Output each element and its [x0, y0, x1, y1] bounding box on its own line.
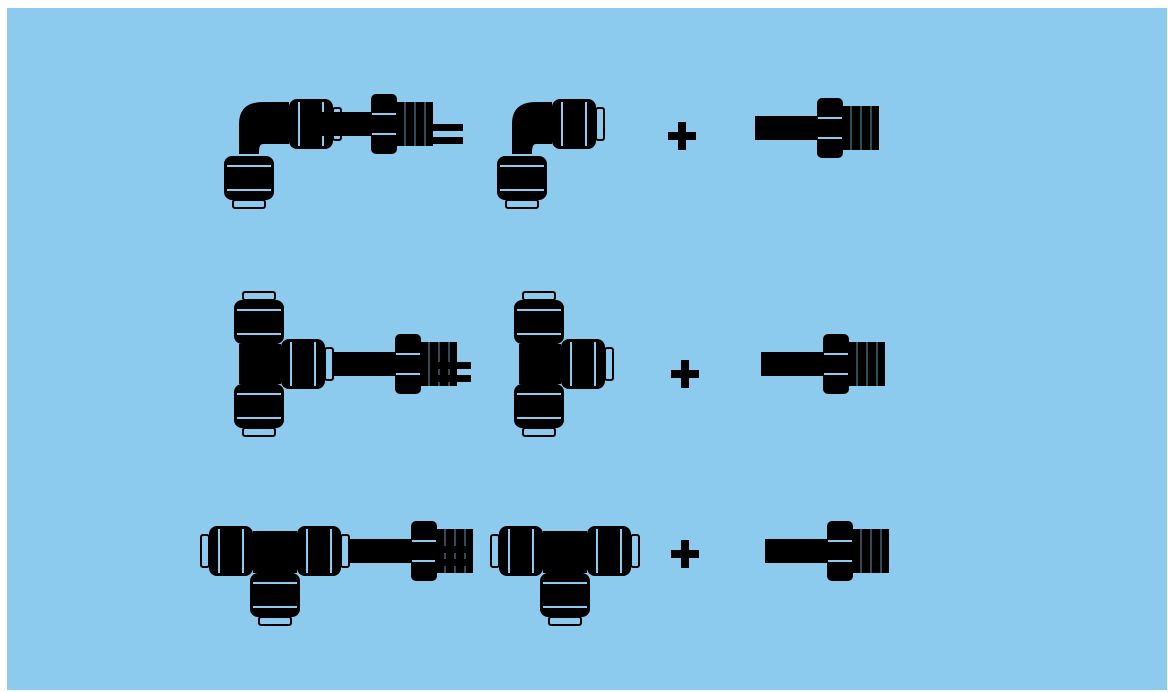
- male-thread-adaptor: [760, 333, 886, 395]
- plus-sign: [671, 360, 699, 388]
- row-run-tee: [200, 520, 890, 626]
- union-tee: [490, 525, 640, 626]
- assembled-run-tee-fitting: [200, 520, 474, 626]
- union-tee: [513, 291, 614, 437]
- diagram-panel: [7, 8, 1167, 690]
- assembled-elbow-fitting: [223, 93, 434, 209]
- union-elbow: [496, 98, 605, 209]
- fittings-diagram: [200, 93, 890, 626]
- plus-sign: [671, 540, 699, 568]
- row-branch-tee: [233, 291, 886, 437]
- plus-sign: [668, 122, 696, 150]
- equals-sign: [429, 124, 463, 144]
- male-thread-adaptor: [754, 97, 880, 159]
- male-thread-adaptor: [764, 520, 890, 582]
- row-elbow: [223, 93, 880, 209]
- assembled-branch-tee-fitting: [233, 291, 458, 437]
